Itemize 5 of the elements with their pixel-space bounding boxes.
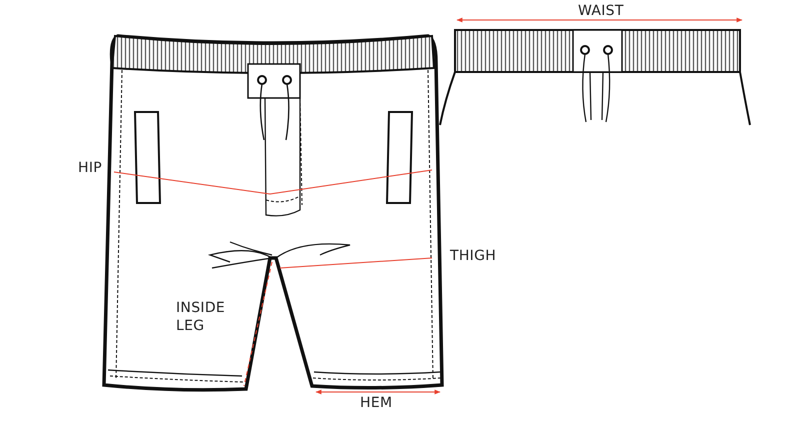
measurement-label: INSIDE LEG — [176, 300, 226, 335]
measurement-label: WAIST — [578, 3, 624, 20]
measurement-label: HIP — [78, 160, 102, 178]
measurement-label: HEM — [360, 395, 392, 412]
measurement-label: THIGH — [450, 248, 496, 266]
